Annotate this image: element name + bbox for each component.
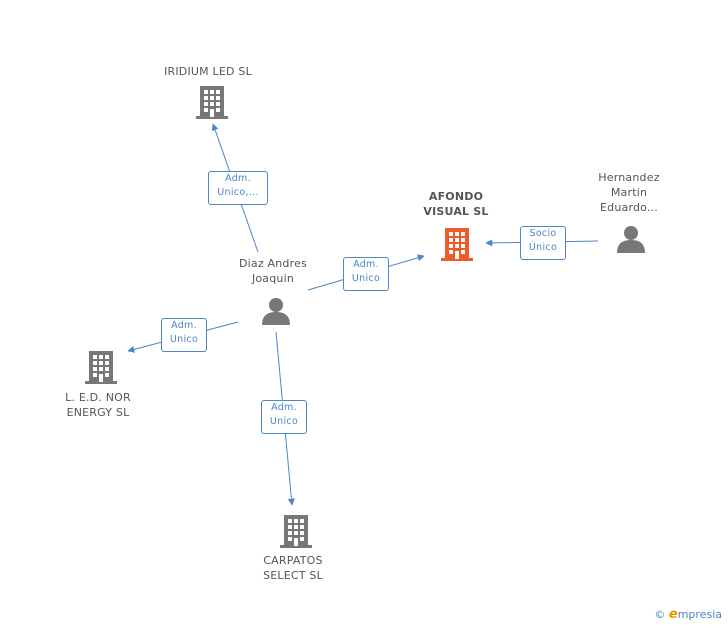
edge-label-line: Adm. bbox=[353, 259, 379, 270]
edge-label-line: Adm. bbox=[171, 320, 197, 331]
edge-label-line: Adm. bbox=[271, 402, 297, 413]
edge-label-line: Unico bbox=[269, 416, 299, 427]
node-label-line: Hernandez bbox=[598, 171, 660, 184]
edge-label-line: Unico bbox=[351, 273, 381, 284]
node-label-line: ENERGY SL bbox=[66, 406, 130, 419]
building-icon[interactable] bbox=[85, 349, 117, 385]
node-label-line: Eduardo... bbox=[600, 201, 658, 214]
edge-label-line: Adm. bbox=[225, 173, 251, 184]
edge-label-hernandez-afondo[interactable]: Socio Único bbox=[520, 226, 566, 260]
node-label-lednor[interactable]: L. E.D. NOR ENERGY SL bbox=[38, 390, 158, 420]
edge-label-diaz-iridium[interactable]: Adm. Unico,... bbox=[208, 171, 268, 205]
node-label-line: Joaquin bbox=[251, 272, 295, 285]
building-icon[interactable] bbox=[196, 84, 228, 120]
edge-label-line: Unico,... bbox=[217, 187, 259, 198]
node-label-line: L. E.D. NOR bbox=[65, 391, 131, 404]
person-icon[interactable] bbox=[616, 224, 646, 254]
building-icon[interactable] bbox=[280, 513, 312, 549]
edge-label-diaz-lednor[interactable]: Adm. Unico bbox=[161, 318, 207, 352]
edge-label-diaz-carpatos[interactable]: Adm. Unico bbox=[261, 400, 307, 434]
edge-label-diaz-afondo[interactable]: Adm. Unico bbox=[343, 257, 389, 291]
node-label-afondo[interactable]: AFONDO VISUAL SL bbox=[396, 189, 516, 219]
copyright-icon: © bbox=[654, 608, 666, 621]
node-label-line: VISUAL SL bbox=[423, 205, 489, 218]
node-label-line: SELECT SL bbox=[263, 569, 323, 582]
person-icon[interactable] bbox=[261, 296, 291, 326]
edge-label-line: Socio bbox=[529, 228, 557, 239]
node-label-line: IRIDIUM LED SL bbox=[164, 65, 252, 78]
node-label-line: AFONDO bbox=[428, 190, 484, 203]
node-label-line: Diaz Andres bbox=[239, 257, 307, 270]
node-label-line: CARPATOS bbox=[263, 554, 323, 567]
edge-label-line: Unico bbox=[169, 334, 199, 345]
edge-label-line: Único bbox=[528, 242, 558, 253]
node-label-hernandez[interactable]: Hernandez Martin Eduardo... bbox=[569, 170, 689, 215]
node-label-iridium[interactable]: IRIDIUM LED SL bbox=[148, 64, 268, 79]
node-label-diaz[interactable]: Diaz Andres Joaquin bbox=[213, 256, 333, 286]
brand-name: mpresia bbox=[677, 608, 722, 621]
building-icon[interactable] bbox=[441, 226, 473, 262]
node-label-line: Martin bbox=[610, 186, 648, 199]
brand-initial: e bbox=[668, 607, 678, 622]
brand-footer[interactable]: © empresia bbox=[654, 607, 722, 622]
node-label-carpatos[interactable]: CARPATOS SELECT SL bbox=[233, 553, 353, 583]
